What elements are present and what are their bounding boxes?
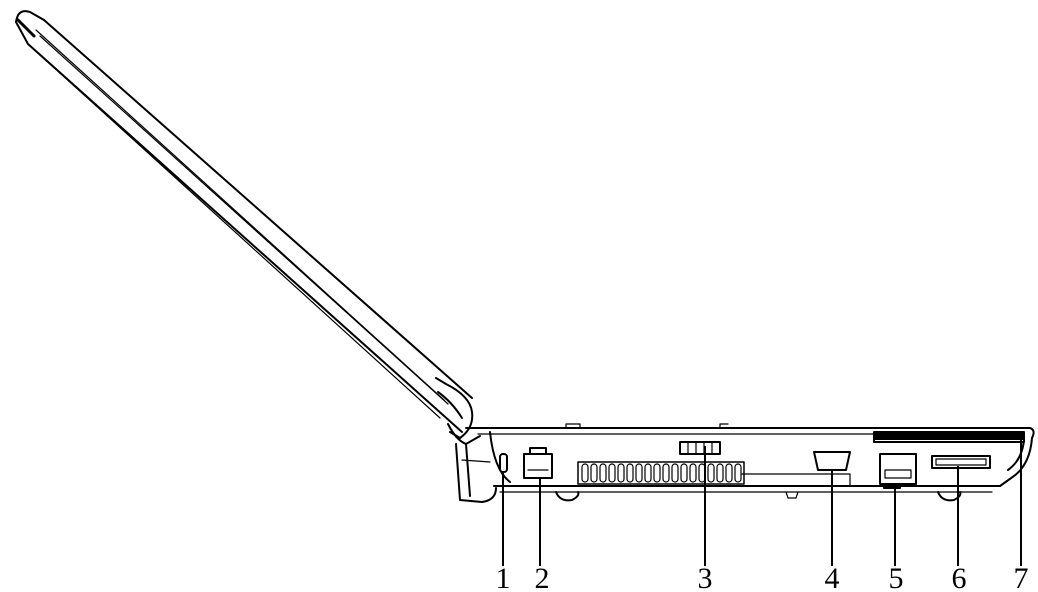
vent-slot (689, 463, 697, 483)
callout-label-1: 1 (496, 562, 511, 592)
vent-slot (707, 463, 715, 483)
callout-labels: 1 2 3 4 5 6 7 (496, 562, 1029, 592)
callout-label-5: 5 (889, 562, 904, 592)
vent-slot (617, 463, 625, 483)
vent-slot (734, 463, 742, 483)
vent-slot (680, 463, 688, 483)
expresscard-slot (873, 431, 1025, 443)
vent-slot (626, 463, 634, 483)
laptop-base (465, 423, 1035, 502)
vent-slot (590, 463, 598, 483)
vent-slot (635, 463, 643, 483)
vent-slot (653, 463, 661, 483)
callout-label-2: 2 (535, 562, 550, 592)
usb-port (879, 453, 917, 489)
vent-slot (716, 463, 724, 483)
vent-slot (581, 463, 589, 483)
callout-lines (502, 440, 1022, 566)
callout-label-4: 4 (825, 562, 840, 592)
vent-slot (608, 463, 616, 483)
laptop-lid (15, 10, 474, 439)
callout-label-3: 3 (698, 562, 713, 592)
vga-port (813, 451, 851, 471)
rj45-lan-port (523, 447, 553, 479)
callout-label-7: 7 (1014, 562, 1029, 592)
air-vent (577, 441, 745, 485)
hinge (447, 423, 497, 503)
vent-slot (599, 463, 607, 483)
vent-slot (644, 463, 652, 483)
callout-label-6: 6 (952, 562, 967, 592)
vent-slot (662, 463, 670, 483)
vent-slot (725, 463, 733, 483)
vent-slot (671, 463, 679, 483)
card-reader-slot (931, 455, 991, 469)
kensington-lock-slot (499, 453, 508, 473)
